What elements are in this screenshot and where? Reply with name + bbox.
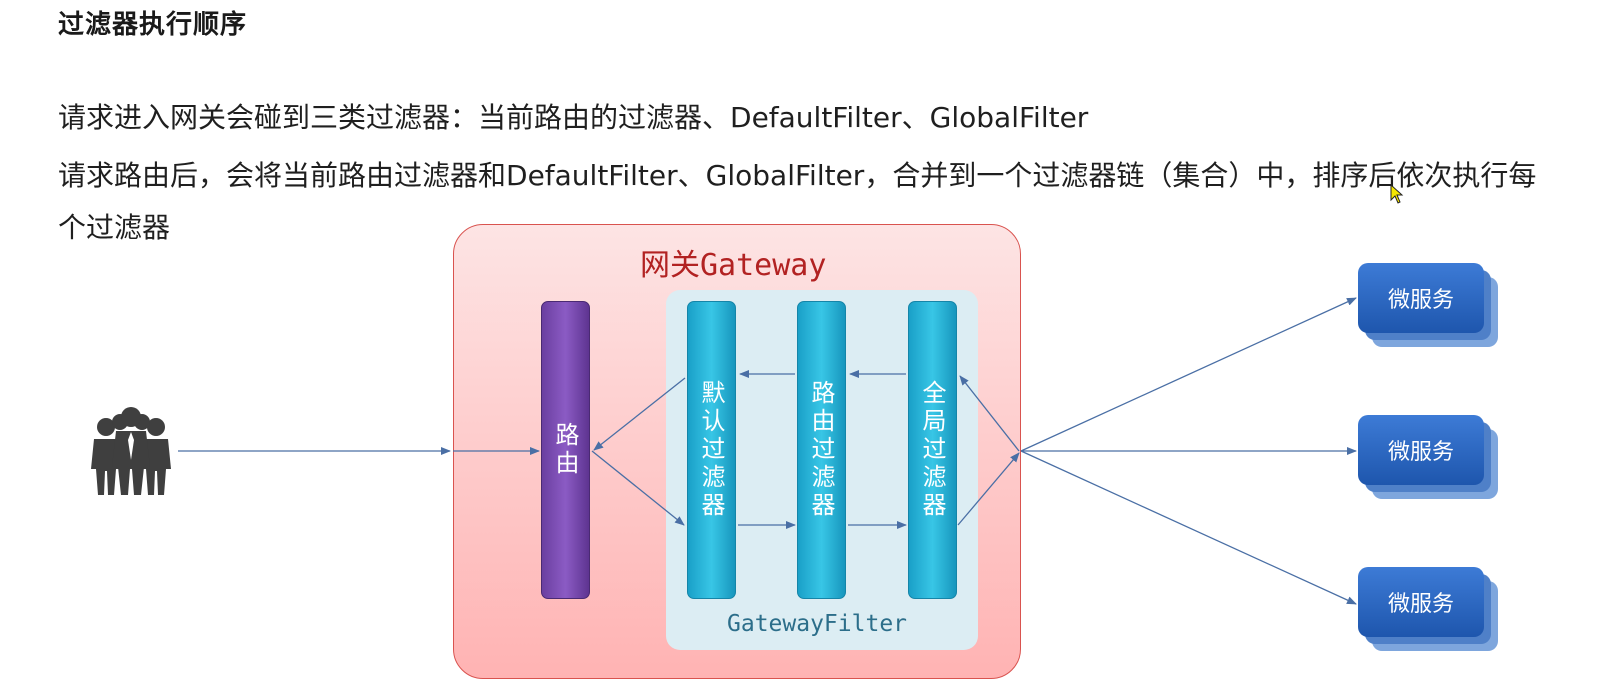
microservice-box-2: 微服务 xyxy=(1358,415,1498,499)
microservice-label: 微服务 xyxy=(1358,567,1484,637)
gateway-label: 网关Gateway xyxy=(640,248,827,283)
paragraph-filter-chain: 请求路由后，会将当前路由过滤器和DefaultFilter、GlobalFilt… xyxy=(58,159,1537,244)
default-filter-bar: 默认过滤器 xyxy=(687,301,736,599)
global-filter-bar: 全局过滤器 xyxy=(908,301,957,599)
microservice-label: 微服务 xyxy=(1358,415,1484,485)
paragraph-filter-types: 请求进入网关会碰到三类过滤器：当前路由的过滤器、DefaultFilter、Gl… xyxy=(58,101,1089,134)
mouse-cursor-icon xyxy=(1390,184,1404,204)
microservice-label: 微服务 xyxy=(1358,263,1484,333)
arrow-route-to-default xyxy=(591,450,685,526)
arrow-to-service-1 xyxy=(1020,297,1357,452)
arrow-default-to-route xyxy=(593,377,686,451)
route-bar: 路由 xyxy=(541,301,590,599)
route-filter-bar: 路由过滤器 xyxy=(797,301,846,599)
microservice-box-1: 微服务 xyxy=(1358,263,1498,347)
microservice-box-3: 微服务 xyxy=(1358,567,1498,651)
page-title: 过滤器执行顺序 xyxy=(58,10,248,40)
gateway-filter-label: GatewayFilter xyxy=(727,611,908,637)
arrow-global-to-exit xyxy=(957,452,1020,526)
users-group-icon xyxy=(91,407,171,495)
arrow-to-service-3 xyxy=(1020,450,1357,605)
arrow-exit-to-global xyxy=(959,375,1020,452)
